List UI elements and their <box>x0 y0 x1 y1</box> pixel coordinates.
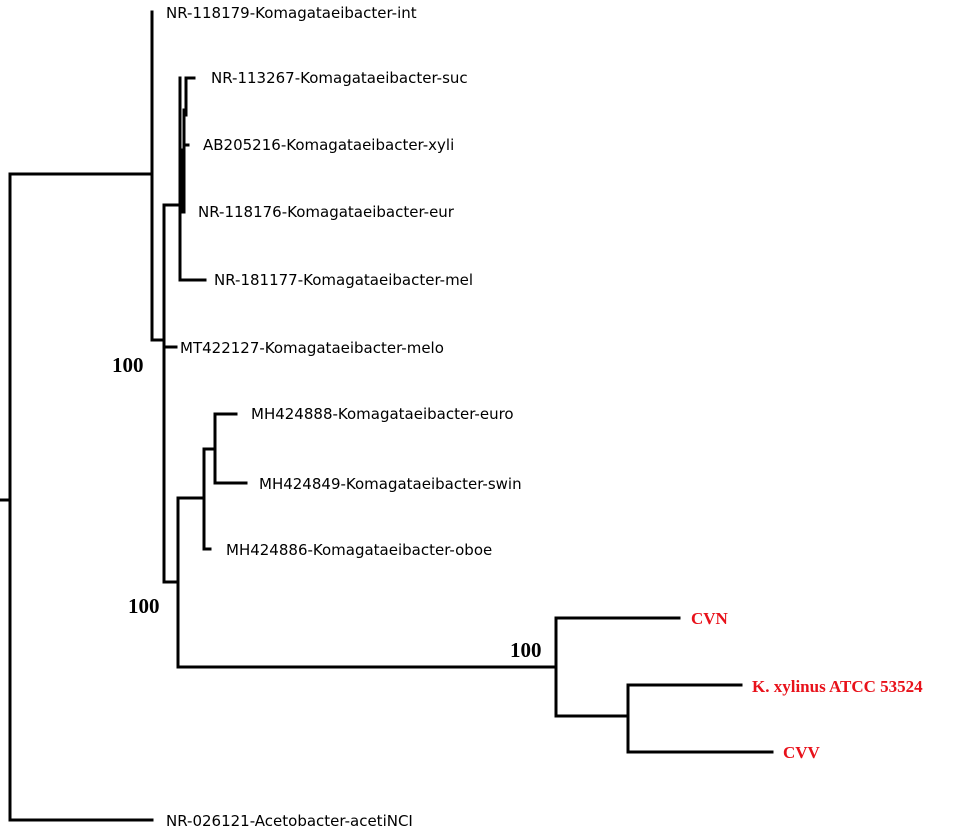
leaf-label-mt422127: MT422127-Komagataeibacter-melo <box>180 339 444 357</box>
leaf-label-nr113267: NR-113267-Komagataeibacter-suc <box>211 69 468 87</box>
leaf-label-nr181177: NR-181177-Komagataeibacter-mel <box>214 271 473 289</box>
leaf-label-ab205216: AB205216-Komagataeibacter-xyli <box>203 136 454 154</box>
leaf-label-mh424888: MH424888-Komagataeibacter-euro <box>251 405 514 423</box>
tree-branches <box>0 10 774 822</box>
leaf-label-nr118176: NR-118176-Komagataeibacter-eur <box>198 203 455 221</box>
leaf-label-mh424849: MH424849-Komagataeibacter-swin <box>259 475 522 493</box>
support-value-node-c: 100 <box>510 638 542 662</box>
leaf-label-k-xylinus: K. xylinus ATCC 53524 <box>752 677 923 696</box>
leaf-label-nr026121: NR-026121-Acetobacter-acetiNCI <box>166 812 413 829</box>
leaf-label-nr118179: NR-118179-Komagataeibacter-int <box>166 4 417 22</box>
leaf-label-cvn: CVN <box>691 609 729 628</box>
leaf-label-mh424886: MH424886-Komagataeibacter-oboe <box>226 541 492 559</box>
support-value-node-a: 100 <box>112 353 144 377</box>
leaf-label-cvv: CVV <box>783 743 821 762</box>
support-value-node-b: 100 <box>128 594 160 618</box>
